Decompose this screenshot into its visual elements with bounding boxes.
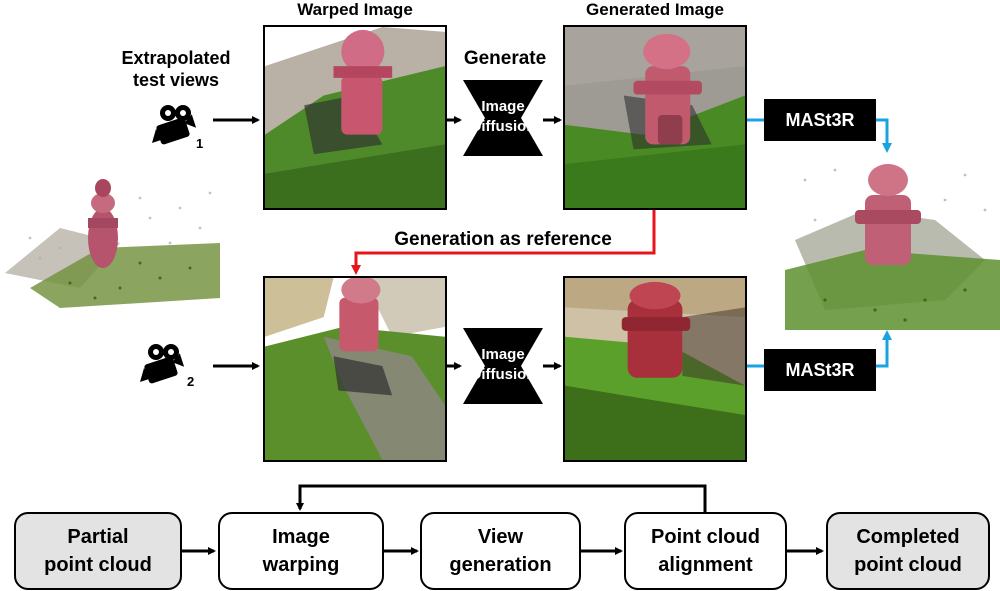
generation-reference-label: Generation as reference — [394, 229, 612, 250]
generated-image-view-1 — [563, 25, 747, 210]
pipeline-step-completed-point-cloud: Completed point cloud — [826, 512, 990, 590]
camera-2-index: 2 — [187, 374, 195, 389]
pipeline-loop-arrow — [296, 484, 707, 513]
test-views-label: Extrapolated test views — [121, 48, 231, 90]
image-diffusion-block-bottom: Image Diffusion — [463, 328, 543, 404]
pipeline-step-image-warping: Image warping — [218, 512, 384, 590]
image-diffusion-label-top: Image Diffusion — [470, 98, 536, 135]
camera-1-index: 1 — [196, 136, 204, 151]
completed-point-cloud-image — [785, 150, 1000, 330]
reference-arrow — [351, 209, 656, 275]
partial-point-cloud-image — [0, 148, 222, 313]
pipeline-step-partial-point-cloud: Partial point cloud — [14, 512, 182, 590]
video-camera-icon — [140, 342, 190, 390]
pipeline-step-view-generation: View generation — [420, 512, 581, 590]
generate-label: Generate — [463, 48, 547, 69]
header-warped-image: Warped Image — [297, 0, 413, 19]
image-diffusion-label-bottom: Image Diffusion — [470, 346, 536, 383]
mast3r-block-top: MASt3R — [764, 99, 876, 141]
header-generated-image: Generated Image — [586, 0, 724, 19]
warped-image-view-1 — [263, 25, 447, 210]
mast3r-block-bottom: MASt3R — [764, 349, 876, 391]
pipeline-step-point-cloud-alignment: Point cloud alignment — [624, 512, 787, 590]
image-diffusion-block-top: Image Diffusion — [463, 80, 543, 156]
generated-image-view-2 — [563, 276, 747, 462]
warped-image-view-2 — [263, 276, 447, 462]
video-camera-icon — [152, 103, 202, 151]
